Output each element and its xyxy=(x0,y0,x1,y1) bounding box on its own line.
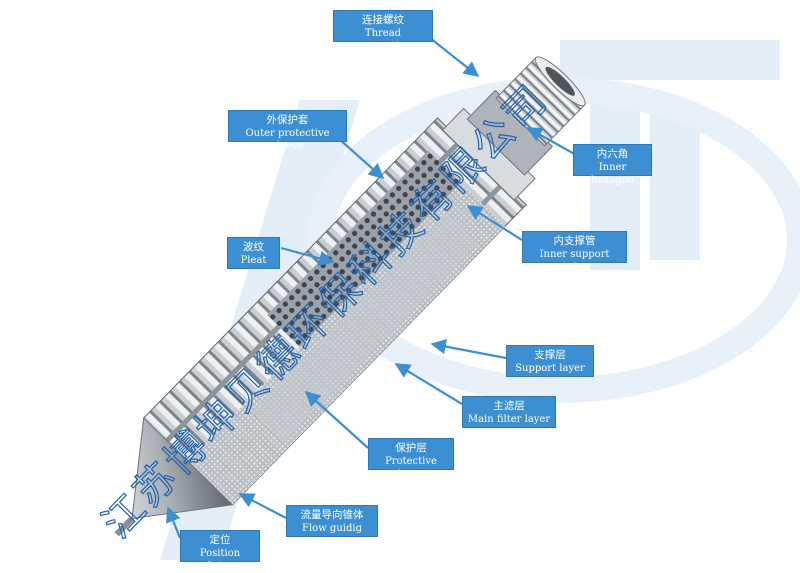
callout-label-zh: 定位 xyxy=(209,534,231,546)
callout-flow-guiding-cone: 流量导向锥体 Flow guidig cone xyxy=(286,505,378,547)
callout-position-fixing: 定位 Position fixing xyxy=(180,530,260,572)
callout-outer-protective-sleeve: 外保护套 Outer protective sleeve xyxy=(228,110,347,152)
filter-body xyxy=(114,56,586,537)
callout-main-filter-layer: 主滤层 Main filter layer xyxy=(462,396,556,428)
callout-label-en: Position fixing xyxy=(199,548,241,572)
callout-support-layer: 支撑层 Support layer xyxy=(506,345,594,377)
callout-label-zh: 支撑层 xyxy=(534,349,566,361)
callout-thread-connection: 连接螺纹 Thread connection xyxy=(333,10,433,52)
callout-label-en: Support layer xyxy=(515,363,585,374)
callout-label-en: Inner support tube xyxy=(539,249,610,273)
callout-label-zh: 内支撑管 xyxy=(553,235,596,247)
callout-label-zh: 主滤层 xyxy=(493,400,525,412)
callout-label-en: Main filter layer xyxy=(467,414,551,425)
callout-label-en: Pleat xyxy=(240,255,267,266)
callout-pleat: 波纹 Pleat xyxy=(227,237,280,269)
callout-protective-layer: 保护层 Protective layer xyxy=(368,438,454,480)
callout-label-zh: 波纹 xyxy=(243,241,264,253)
callout-label-en: Protective layer xyxy=(385,456,437,480)
callout-label-en: Inner hexagon xyxy=(591,162,634,186)
callout-label-zh: 流量导向锥体 xyxy=(300,509,364,521)
callout-label-zh: 连接螺纹 xyxy=(362,14,404,26)
callout-label-zh: 内六角 xyxy=(596,148,629,160)
callout-label-zh: 外保护套 xyxy=(266,114,309,126)
callout-label-en: Thread connection xyxy=(355,28,411,52)
callout-label-zh: 保护层 xyxy=(395,442,427,454)
callout-inner-support-tube: 内支撑管 Inner support tube xyxy=(522,231,627,273)
callout-arrows xyxy=(165,37,579,539)
callout-label-en: Outer protective sleeve xyxy=(245,128,330,152)
callout-inner-hexagon: 内六角 Inner hexagon xyxy=(573,144,652,186)
callout-label-en: Flow guidig cone xyxy=(302,523,362,547)
